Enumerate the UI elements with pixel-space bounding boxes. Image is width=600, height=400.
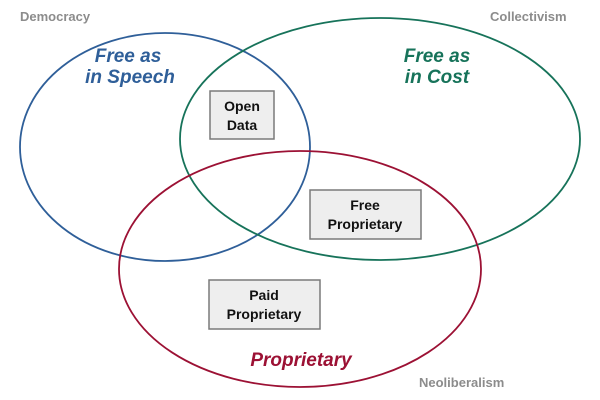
paid-proprietary-line2: Proprietary	[227, 306, 302, 322]
free-proprietary-line2: Proprietary	[328, 216, 403, 232]
free-proprietary-box: Free Proprietary	[309, 189, 422, 240]
free-as-in-speech-circle	[19, 32, 311, 262]
open-data-line2: Data	[227, 117, 258, 133]
neoliberalism-label: Neoliberalism	[419, 375, 504, 390]
open-data-line1: Open	[224, 98, 260, 114]
proprietary-circle	[118, 150, 482, 388]
democracy-label: Democracy	[20, 9, 91, 24]
paid-proprietary-box: Paid Proprietary	[208, 279, 321, 330]
proprietary-title: Proprietary	[250, 350, 353, 371]
free-proprietary-line1: Free	[350, 197, 380, 213]
free-as-in-speech-title-line2: in Speech	[85, 67, 175, 88]
free-as-in-cost-circle	[179, 17, 581, 261]
open-data-box: Open Data	[209, 90, 275, 140]
collectivism-label: Collectivism	[490, 9, 567, 24]
paid-proprietary-line1: Paid	[249, 287, 279, 303]
free-as-in-cost-title-line2: in Cost	[405, 67, 470, 88]
free-as-in-cost-title: Free as	[404, 46, 471, 67]
free-as-in-speech-title: Free as	[95, 46, 162, 67]
